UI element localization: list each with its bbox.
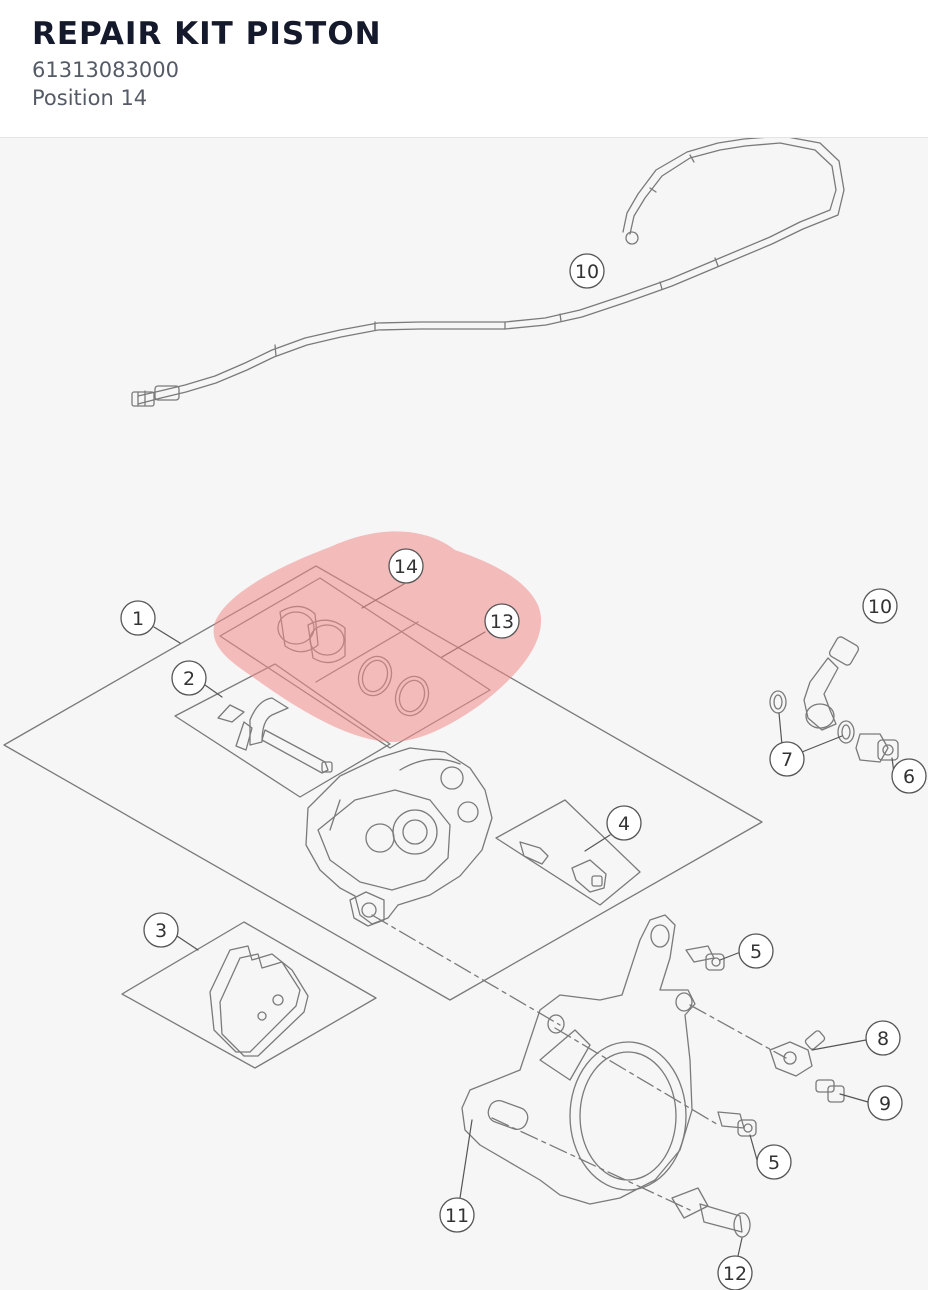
svg-text:6: 6 [903,766,915,788]
brake-line-short[interactable] [803,635,860,731]
callout-13[interactable]: 13 [484,603,520,639]
callout-14[interactable]: 14 [388,548,424,584]
brake-caliper[interactable] [305,747,493,927]
callout-11[interactable]: 11 [439,1197,475,1233]
callout-10-upper[interactable]: 10 [569,253,605,289]
callout-5-upper[interactable]: 5 [738,933,774,969]
svg-text:7: 7 [781,749,793,771]
svg-text:4: 4 [618,813,630,835]
exploded-parts-diagram: 1 2 3 4 5 5 6 [0,138,928,1290]
svg-text:12: 12 [723,1263,747,1285]
svg-text:1: 1 [132,608,144,630]
callout-1[interactable]: 1 [120,600,156,636]
callout-10-side[interactable]: 10 [862,588,898,624]
sealing-washers[interactable] [769,690,855,744]
position-label: Position 14 [32,86,148,110]
callout-9[interactable]: 9 [867,1085,903,1121]
brake-line-long[interactable] [131,138,845,407]
pin-kit-box[interactable] [174,663,391,798]
callout-5-lower[interactable]: 5 [756,1144,792,1180]
callout-4[interactable]: 4 [606,805,642,841]
callout-7[interactable]: 7 [769,741,805,777]
bolt-lower[interactable] [717,1111,757,1137]
svg-text:2: 2 [183,668,195,690]
callout-3[interactable]: 3 [143,912,179,948]
page-title: REPAIR KIT PISTON [32,16,382,52]
svg-text:5: 5 [750,941,762,963]
diagram-canvas: 1 2 3 4 5 5 6 [3,138,927,1290]
callout-6[interactable]: 6 [891,758,927,794]
svg-text:8: 8 [877,1028,889,1050]
brake-pads[interactable] [121,921,377,1069]
svg-text:13: 13 [490,611,514,633]
svg-text:14: 14 [394,556,418,578]
caliper-carrier[interactable] [461,914,696,1205]
svg-text:11: 11 [445,1205,469,1227]
svg-text:9: 9 [879,1093,891,1115]
bleeder-kit[interactable] [495,799,641,906]
highlight-position-14 [213,531,542,742]
svg-text:5: 5 [768,1152,780,1174]
hose-fitting[interactable] [855,733,899,763]
caliper-group-outline [3,565,763,1001]
part-number: 61313083000 [32,58,179,82]
svg-text:10: 10 [868,596,892,618]
page-header: REPAIR KIT PISTON 61313083000 Position 1… [0,0,928,138]
banjo-fitting[interactable] [769,1030,826,1077]
axle-sleeve[interactable] [671,1187,751,1238]
callout-2[interactable]: 2 [171,660,207,696]
fitting-bolt[interactable] [815,1079,845,1103]
svg-text:10: 10 [575,261,599,283]
svg-text:3: 3 [155,920,167,942]
callout-8[interactable]: 8 [865,1020,901,1056]
bolt-upper[interactable] [685,945,725,971]
callout-12[interactable]: 12 [717,1255,753,1290]
